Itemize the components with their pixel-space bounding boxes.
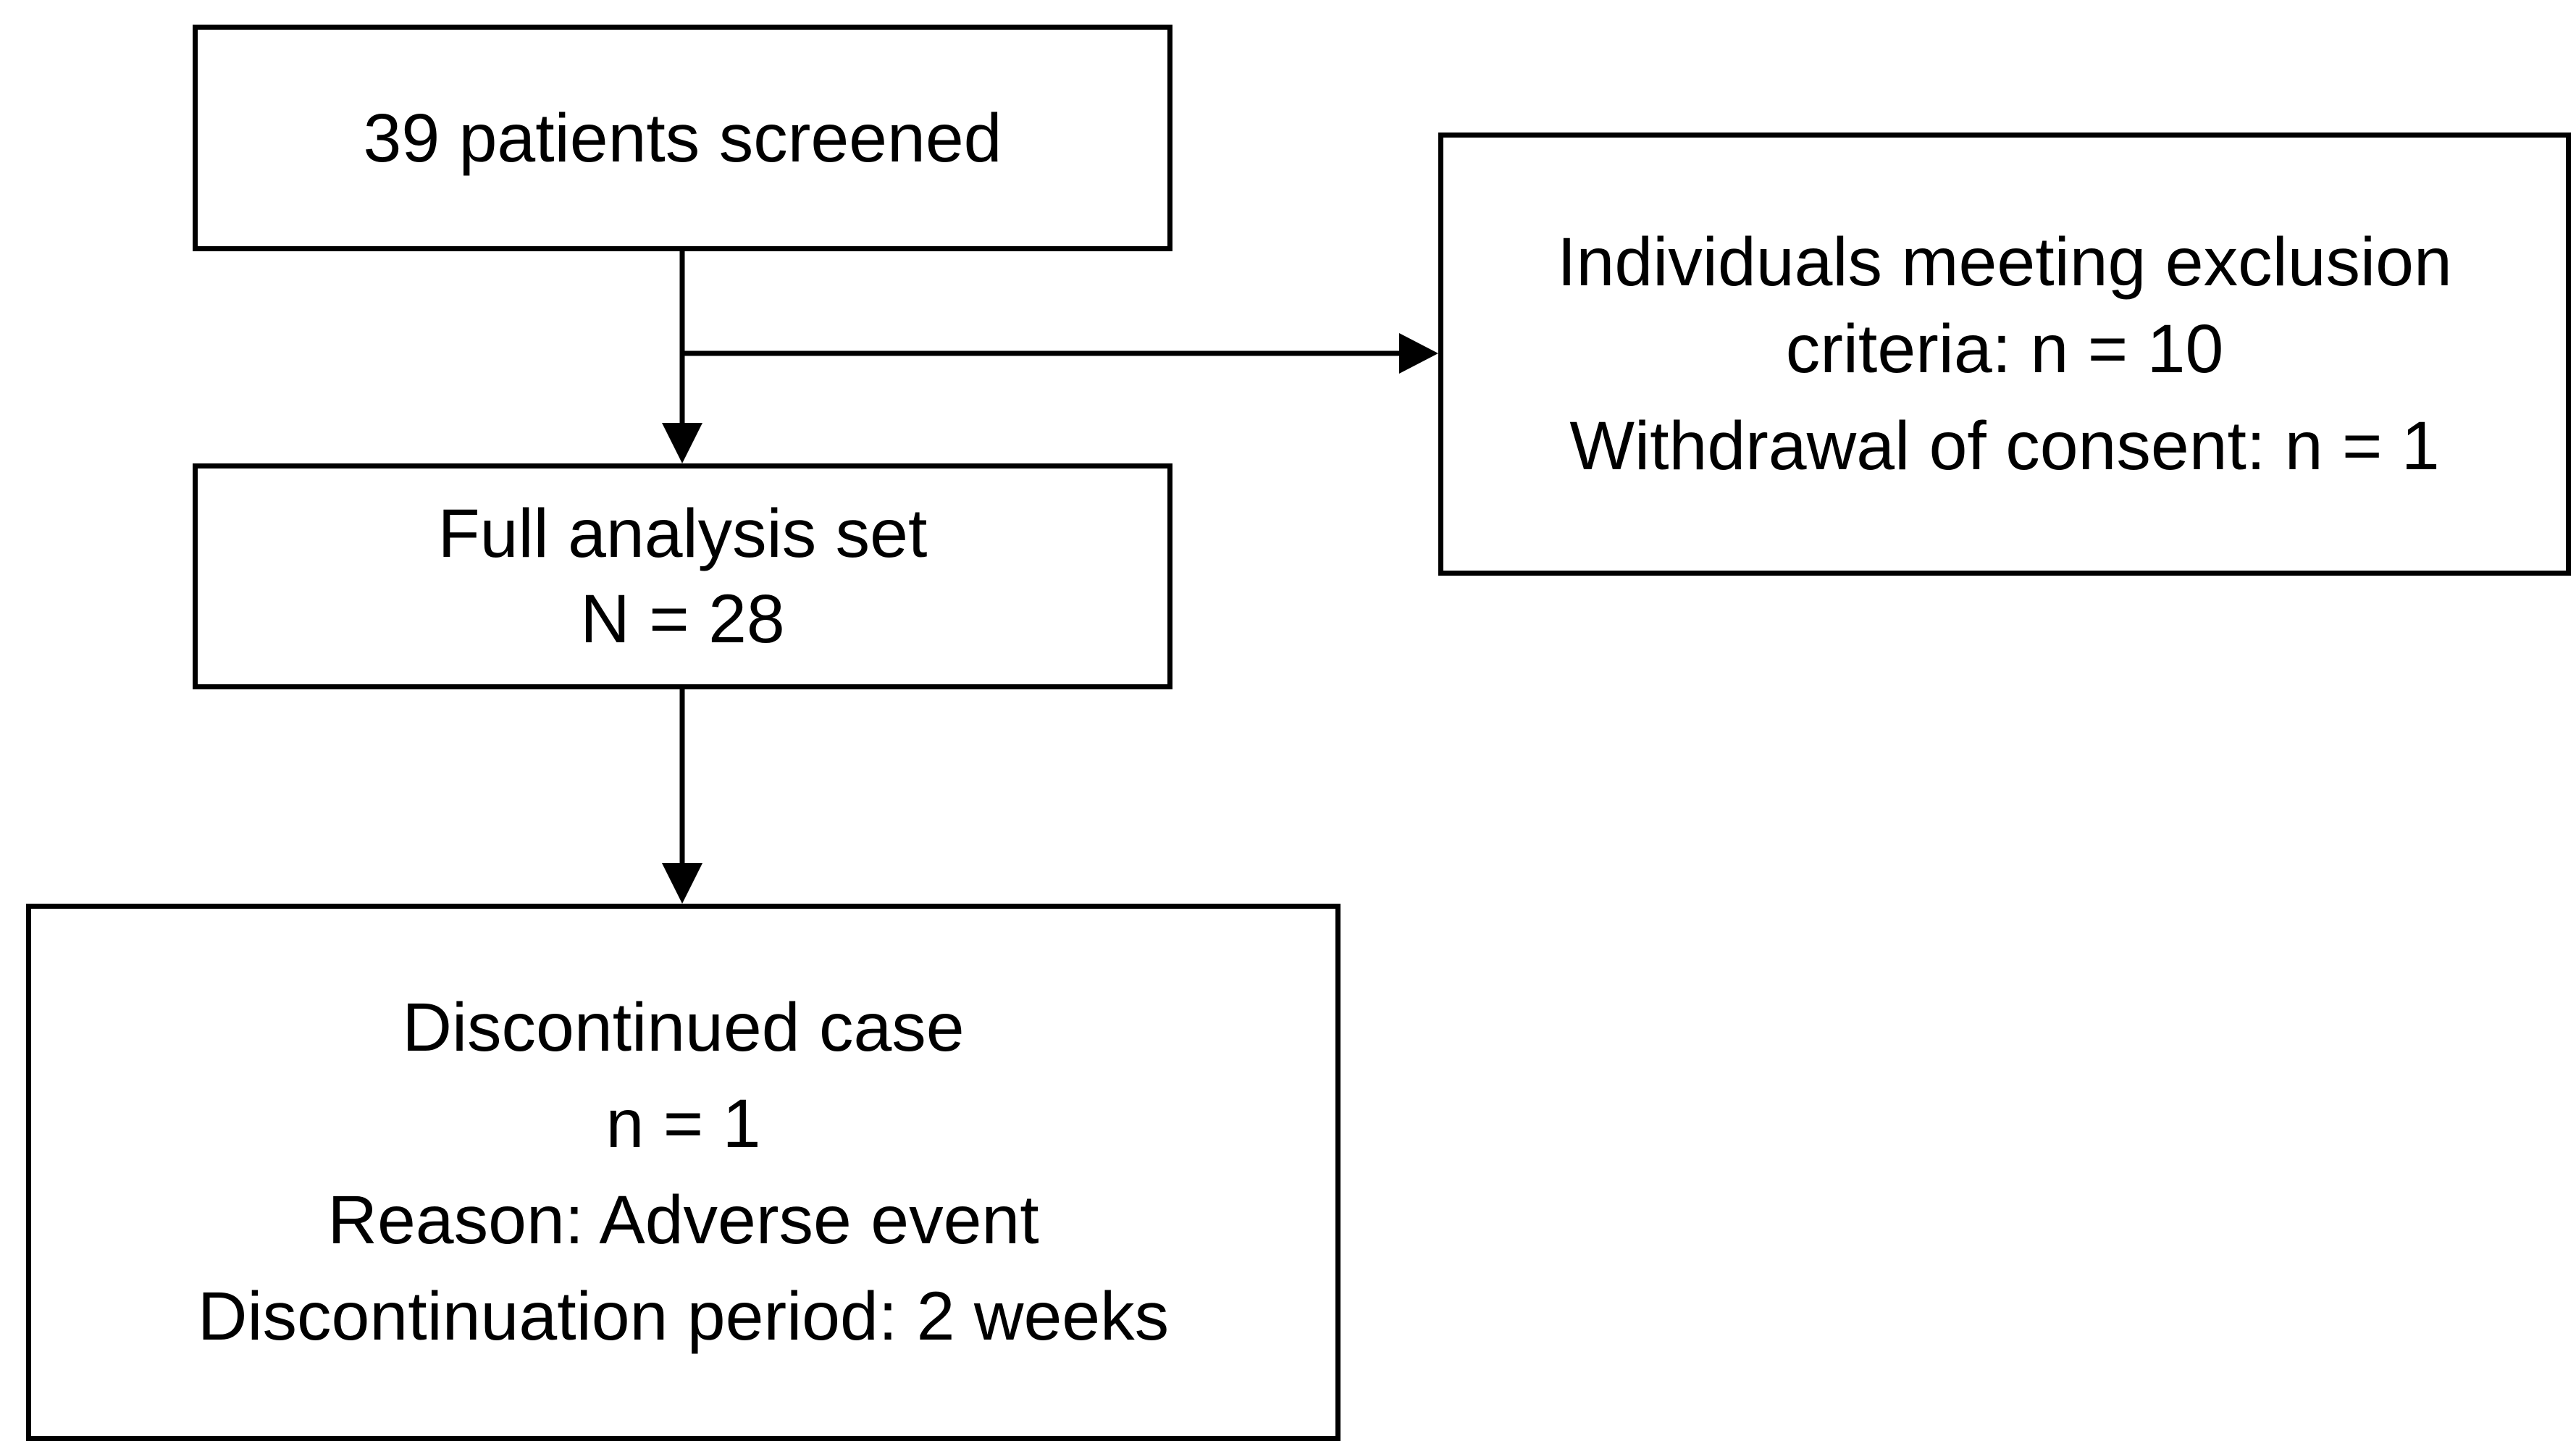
discontinued-title: Discontinued case bbox=[402, 989, 965, 1066]
exclusion-criteria-text-line-2: criteria: n = 10 bbox=[1785, 311, 2224, 387]
discontinued-reason: Reason: Adverse event bbox=[327, 1182, 1039, 1258]
exclusion-criteria-text-line-1: Individuals meeting exclusion bbox=[1557, 224, 2452, 301]
screened-box: 39 patients screened bbox=[193, 25, 1172, 251]
screened-text: 39 patients screened bbox=[363, 99, 1002, 177]
full-analysis-title: Full analysis set bbox=[437, 495, 928, 572]
discontinued-count: n = 1 bbox=[605, 1085, 761, 1162]
full-analysis-box: Full analysis set N = 28 bbox=[193, 463, 1172, 689]
arrowhead-to-full bbox=[662, 423, 702, 463]
arrowhead-to-excluded bbox=[1399, 333, 1438, 374]
arrowhead-to-discontinued bbox=[662, 863, 702, 904]
discontinued-box: Discontinued case n = 1 Reason: Adverse … bbox=[26, 904, 1341, 1441]
withdrawal-consent-text: Withdrawal of consent: n = 1 bbox=[1569, 408, 2440, 484]
exclusion-box: Individuals meeting exclusion criteria: … bbox=[1438, 133, 2571, 576]
discontinued-period: Discontinuation period: 2 weeks bbox=[197, 1278, 1170, 1355]
full-analysis-count: N = 28 bbox=[580, 581, 785, 657]
